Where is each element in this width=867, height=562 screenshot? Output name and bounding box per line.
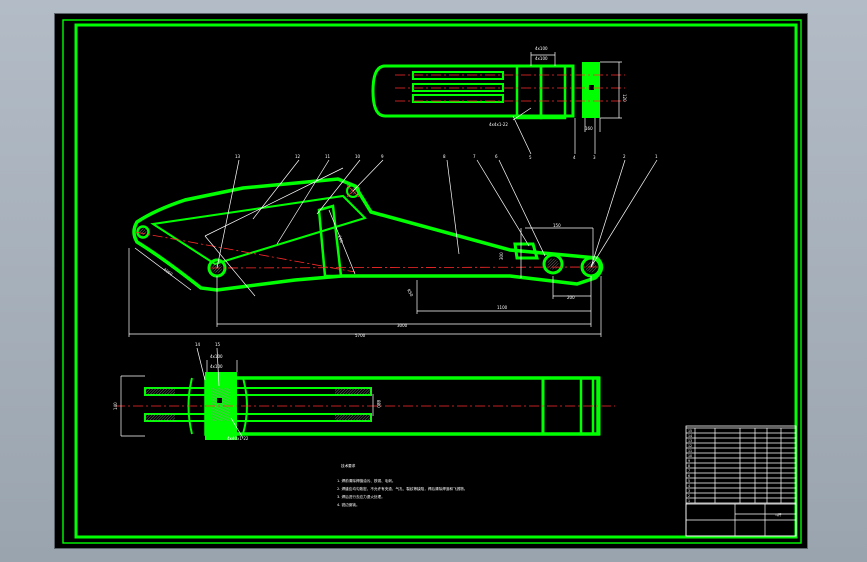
main-dim-slot: 200 [337,235,344,244]
notes-heading: 技术要求 [341,463,356,468]
bottom-dim-4: 140 [113,402,118,410]
title-block-row-number: 1 [688,499,690,503]
title-block-row-number: 7 [688,469,690,473]
title-block-row-number: 8 [688,464,690,468]
top-dim-4: 4x4x1-22 [489,122,508,127]
note-line-4: 4. 锐边倒钝。 [337,502,360,507]
title-block-row-number: 9 [688,459,690,463]
note-line-2: 2. 焊缝应均匀致密，不允许有夹渣、气孔、裂纹等缺陷，焊后清除焊渣和飞溅物。 [337,486,467,491]
balloon-11: 11 [325,154,331,159]
bottom-dim-5: 4x40x1-22 [227,436,249,441]
title-block-row-number: 3 [688,489,690,493]
balloon-5: 5 [529,155,532,160]
stick-arm-drawing: 4x100 4x100 120 4x4x1-22 160 [62,19,802,544]
top-dim-5: 160 [585,126,593,131]
bottom-view [115,347,615,440]
cad-viewport[interactable]: 4x100 4x100 120 4x4x1-22 160 [54,13,808,549]
title-block-row-number: 10 [688,454,692,458]
main-dim-3000: 3000 [397,323,408,328]
balloon-2: 2 [623,154,626,159]
title-block-row-number: 12 [688,444,692,448]
title-block-row-number: 15 [688,429,692,433]
title-block [685,425,797,537]
top-view [371,52,625,132]
top-dim-2: 4x100 [535,56,548,61]
outer-frame [62,19,802,544]
balloon-3: 3 [593,155,596,160]
title-block-row-number: 6 [688,474,690,478]
main-dim-r50: R50 [406,288,414,298]
balloon-7: 7 [473,154,476,159]
note-line-3: 3. 焊后进行去应力退火处理。 [337,494,385,499]
balloon-1: 1 [655,154,658,159]
title-block-row-number: 14 [688,434,692,438]
main-view [128,167,604,337]
note-line-1: 1. 焊前清除焊缝油污、铁锈、毛刺。 [337,478,395,483]
balloon-13: 13 [235,154,241,159]
main-dim-4060: 4060 [162,267,174,277]
title-block-name: 斗杆 [775,512,782,517]
top-dim-1: 4x100 [535,46,548,51]
part-balloons [216,115,658,269]
main-dim-5700: 5700 [355,333,366,338]
title-block-row-number: 4 [688,484,690,488]
bottom-dim-3: 880 [376,400,381,408]
bottom-balloon-15: 15 [215,342,221,347]
inner-frame [74,23,798,539]
balloon-12: 12 [295,154,301,159]
top-dim-3: 120 [622,94,627,102]
main-dim-150: 150 [553,223,561,228]
title-block-row-number: 5 [688,479,690,483]
balloon-6: 6 [495,154,498,159]
title-block-row-number: 2 [688,494,690,498]
bottom-dim-1: 4x100 [210,354,223,359]
balloon-10: 10 [355,154,361,159]
balloon-4: 4 [573,155,576,160]
main-dim-300: 300 [499,252,504,260]
main-dim-200: 200 [567,295,575,300]
main-dim-1100: 1100 [497,305,508,310]
bottom-balloon-14: 14 [195,342,201,347]
bottom-dim-2: 4x100 [210,364,223,369]
balloon-8: 8 [443,154,446,159]
title-block-row-number: 13 [688,439,692,443]
title-block-row-number: 11 [688,449,692,453]
balloon-9: 9 [381,154,384,159]
